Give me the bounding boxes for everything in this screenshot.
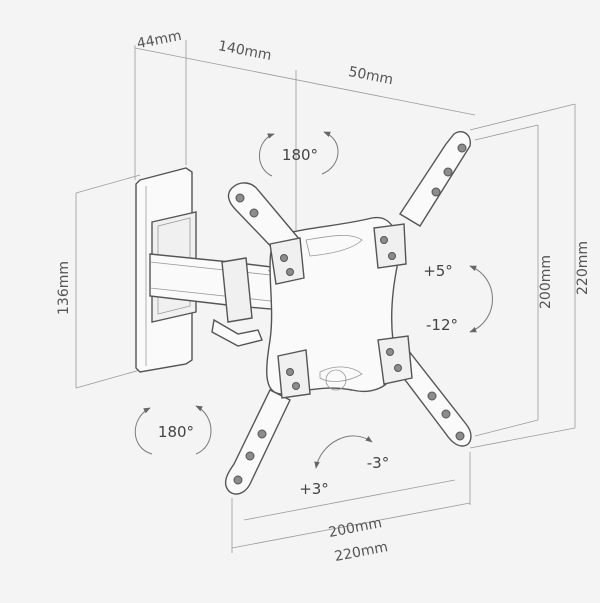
rot-level-plus: +3° bbox=[299, 480, 329, 498]
rotation-arrows bbox=[134, 131, 493, 469]
vesa-bracket bbox=[224, 130, 472, 495]
dim-offset: 50mm bbox=[347, 64, 394, 88]
rot-tilt-up: +5° bbox=[423, 262, 453, 280]
dimension-lines bbox=[75, 40, 576, 553]
rot-level-minus: -3° bbox=[367, 454, 389, 472]
dim-wall-plate-height: 136mm bbox=[56, 261, 72, 315]
swing-arm bbox=[149, 253, 288, 347]
rot-swivel-top: 180° bbox=[282, 146, 318, 164]
dim-max-horizontal: 220mm bbox=[333, 539, 389, 565]
dim-vesa-horizontal: 200mm bbox=[327, 515, 383, 541]
dim-wall-depth: 44mm bbox=[136, 28, 183, 52]
dim-arm-length: 140mm bbox=[217, 38, 273, 64]
dim-max-vertical: 220mm bbox=[575, 241, 591, 295]
dim-vesa-vertical: 200mm bbox=[538, 255, 554, 309]
rot-swivel-bottom: 180° bbox=[158, 423, 194, 441]
rot-tilt-down: -12° bbox=[426, 316, 458, 334]
